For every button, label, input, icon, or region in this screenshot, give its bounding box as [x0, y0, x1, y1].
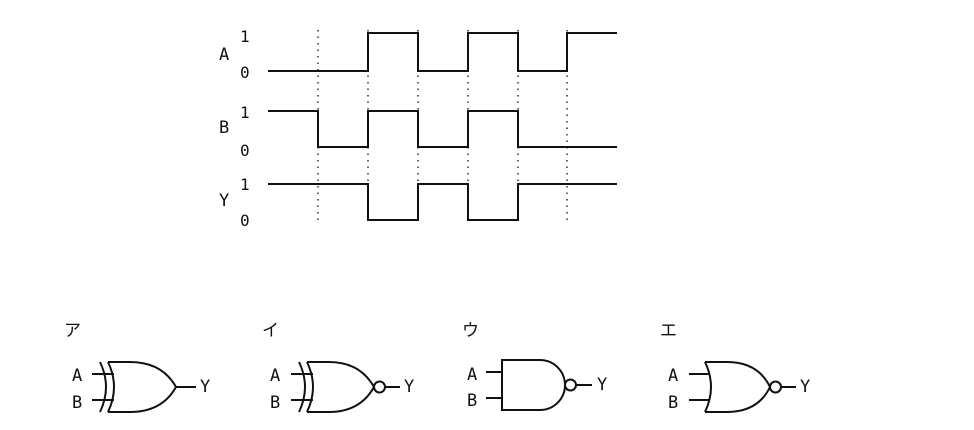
option-e-label: エ [660, 321, 677, 341]
option-u-input-a: A [467, 365, 477, 385]
signal-b-high-label: 1 [240, 103, 250, 122]
timing-diagram: A 1 0 B 1 0 Y 1 0 [219, 27, 617, 230]
option-u-label: ウ [462, 321, 479, 341]
option-u: ウ A B Y [462, 321, 607, 411]
inversion-bubble-icon [373, 380, 386, 394]
option-i-label: イ [262, 321, 279, 341]
signal-a-waveform [268, 32, 617, 72]
signal-name-y: Y [219, 191, 229, 211]
signal-y-waveform [268, 183, 617, 221]
inversion-bubble-icon [769, 380, 782, 394]
option-i-input-b: B [270, 393, 280, 413]
option-a-label: ア [64, 321, 81, 341]
option-i-input-a: A [270, 366, 280, 386]
signal-a-low-label: 0 [240, 63, 250, 82]
option-u-output: Y [597, 375, 607, 395]
signal-a-high-label: 1 [240, 27, 250, 46]
signal-y-high-label: 1 [240, 175, 250, 194]
nor-gate-symbol [689, 361, 796, 413]
nand-gate-symbol [486, 359, 592, 411]
option-e-output: Y [800, 377, 810, 397]
signal-b-low-label: 0 [240, 141, 250, 160]
xor-gate-symbol [92, 361, 196, 413]
xnor-gate-symbol [291, 361, 400, 413]
option-i-output: Y [404, 377, 414, 397]
signal-name-b: B [219, 118, 229, 138]
option-a-output: Y [200, 377, 210, 397]
option-a-input-b: B [72, 393, 82, 413]
option-e: エ A B Y [660, 321, 810, 413]
option-e-input-a: A [668, 366, 678, 386]
signal-y-low-label: 0 [240, 211, 250, 230]
option-u-input-b: B [467, 391, 477, 411]
option-i: イ A B Y [262, 321, 414, 413]
option-e-input-b: B [668, 393, 678, 413]
option-a-input-a: A [72, 366, 82, 386]
signal-name-a: A [219, 45, 229, 65]
option-a: ア A B Y [64, 321, 210, 413]
inversion-bubble-icon [564, 378, 577, 392]
signal-b-waveform [268, 110, 617, 148]
